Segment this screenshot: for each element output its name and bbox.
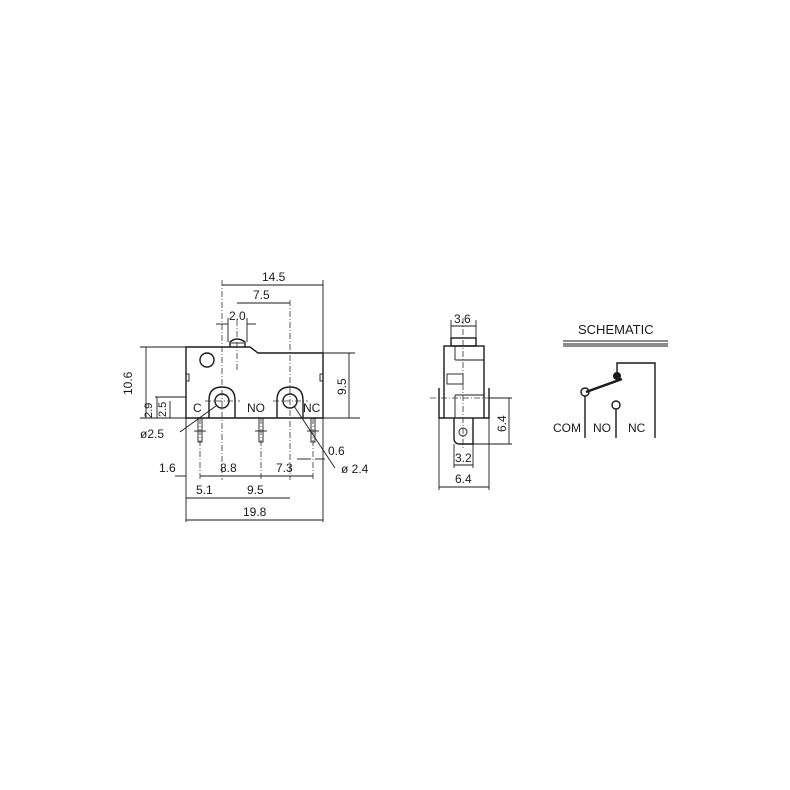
dim-hole-dia-left: ø2.5 (140, 427, 164, 441)
dim-6-4-vertical: 6.4 (495, 415, 509, 432)
nc-contact (613, 372, 621, 380)
side-tab (453, 418, 474, 445)
dim-19-8: 19.8 (243, 505, 267, 519)
switch-lever (585, 377, 623, 394)
dim-9-5-horizontal: 9.5 (247, 483, 264, 497)
dim-5-1: 5.1 (196, 483, 213, 497)
dim-1-6: 1.6 (159, 461, 176, 475)
dim-8-8: 8.8 (220, 461, 237, 475)
label-nc: NC (303, 401, 321, 415)
label-c: C (193, 401, 202, 415)
dim-6-4-horizontal: 6.4 (455, 472, 472, 486)
schematic-label-com: COM (553, 421, 581, 435)
dim-hole-dia-right: ø 2.4 (341, 462, 369, 476)
dim-7-3: 7.3 (276, 461, 293, 475)
no-contact (611, 400, 621, 410)
dim-7-5: 7.5 (253, 288, 270, 302)
dim-2-5: 2.5 (157, 402, 169, 417)
schematic-label-nc: NC (628, 421, 646, 435)
schematic-title: SCHEMATIC (578, 322, 654, 337)
dim-9-5-vertical: 9.5 (335, 378, 349, 395)
label-no: NO (247, 401, 265, 415)
dim-2-9: 2.9 (143, 403, 155, 418)
side-view: 3.6 6.4 3.2 6.4 (430, 312, 512, 490)
dim-14-5: 14.5 (262, 270, 286, 284)
dim-10-6: 10.6 (121, 371, 135, 395)
dim-0-6: 0.6 (328, 444, 345, 458)
side-actuator (450, 337, 477, 347)
dim-3-2: 3.2 (455, 451, 472, 465)
mount-hole-small (199, 352, 215, 368)
dim-3-6: 3.6 (454, 312, 471, 326)
dim-2-0: 2.0 (229, 309, 246, 323)
side-body (443, 345, 485, 419)
front-view: 14.5 7.5 2.0 10.6 9.5 2.9 2.5 C NO NC ø2… (121, 270, 369, 522)
schematic: SCHEMATIC COM NO NC (553, 322, 668, 438)
schematic-label-no: NO (593, 421, 611, 435)
nc-line (616, 362, 656, 438)
